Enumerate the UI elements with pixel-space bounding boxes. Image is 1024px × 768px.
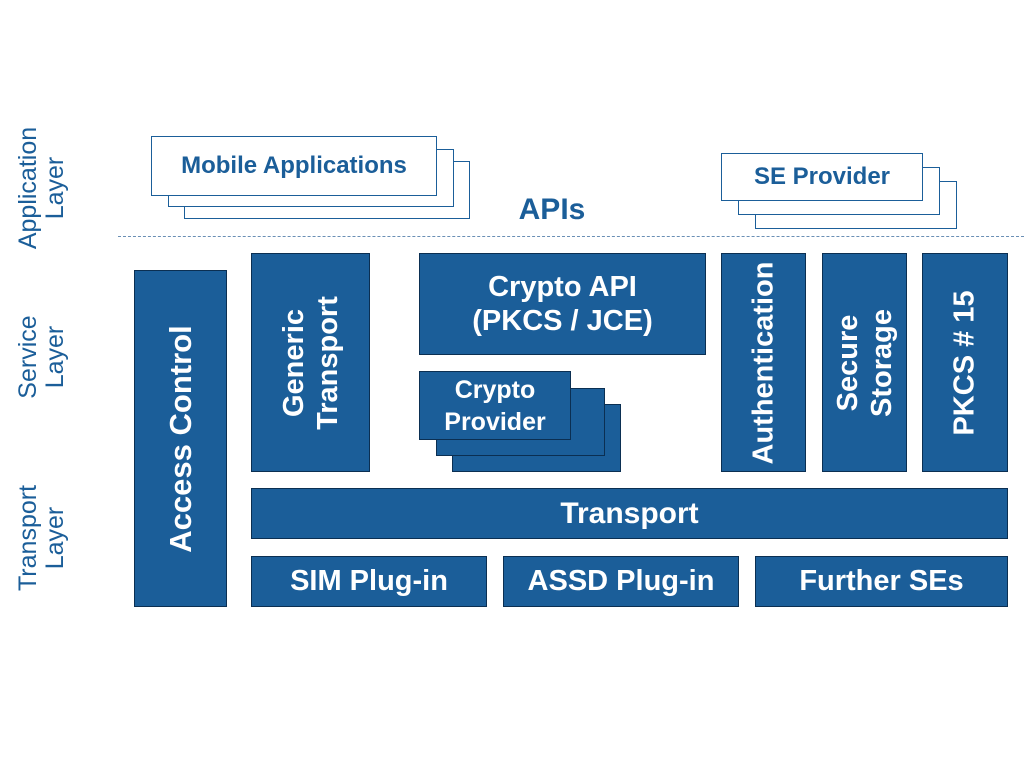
application-layer-label: Application Layer: [14, 126, 69, 250]
further-ses-block: Further SEs: [755, 556, 1008, 607]
access-control-block: Access Control: [134, 270, 227, 607]
crypto-provider-label: Crypto Provider: [444, 375, 546, 436]
assd-plugin-label: ASSD Plug-in: [527, 565, 715, 597]
further-ses-label: Further SEs: [799, 565, 964, 597]
se-provider-card-front: SE Provider: [721, 153, 923, 201]
crypto-api-label: Crypto API (PKCS / JCE): [472, 271, 653, 337]
generic-transport-block: Generic Transport: [251, 253, 370, 472]
service-layer-label: Service Layer: [14, 315, 69, 399]
transport-block: Transport: [251, 488, 1008, 539]
crypto-api-block: Crypto API (PKCS / JCE): [419, 253, 706, 355]
pkcs15-block: PKCS # 15: [922, 253, 1008, 472]
secure-storage-block: Secure Storage: [822, 253, 907, 472]
pkcs15-label: PKCS # 15: [948, 289, 981, 436]
authentication-block: Authentication: [721, 253, 806, 472]
crypto-provider-card-front: Crypto Provider: [419, 371, 571, 440]
access-control-label: Access Control: [162, 324, 198, 553]
secure-storage-label: Secure Storage: [831, 308, 898, 417]
sim-plugin-block: SIM Plug-in: [251, 556, 487, 607]
transport-layer-label: Transport Layer: [14, 484, 69, 592]
mobile-applications-label: Mobile Applications: [181, 152, 407, 179]
assd-plugin-block: ASSD Plug-in: [503, 556, 739, 607]
mobile-apps-card-front: Mobile Applications: [151, 136, 437, 196]
authentication-label: Authentication: [747, 261, 779, 464]
sim-plugin-label: SIM Plug-in: [290, 565, 448, 597]
se-provider-label: SE Provider: [753, 163, 891, 190]
transport-label: Transport: [560, 496, 699, 530]
generic-transport-label: Generic Transport: [277, 295, 344, 430]
api-separator-line: [118, 236, 1024, 237]
apis-label: APIs: [518, 193, 586, 226]
